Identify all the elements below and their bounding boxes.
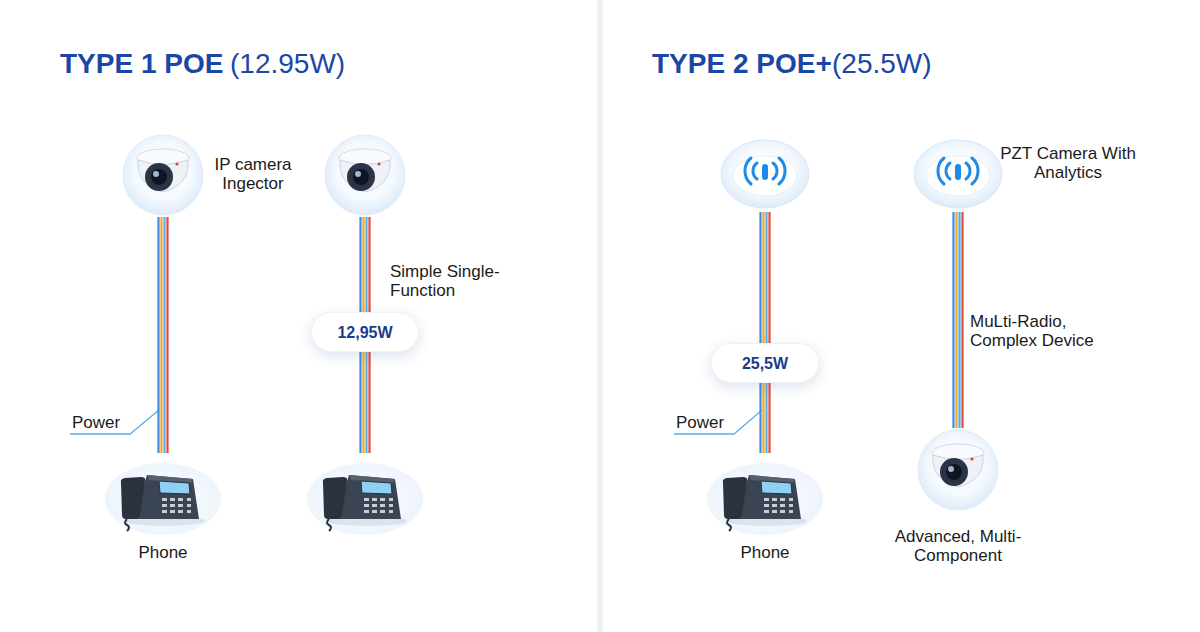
ap-icon — [715, 132, 815, 212]
poe-cable — [761, 212, 770, 343]
ap-icon — [908, 132, 1008, 212]
cable-strand — [365, 217, 367, 312]
device-label: Advanced, Multi-Component — [888, 527, 1028, 565]
phone-icon — [103, 453, 223, 537]
cam-icon — [315, 133, 415, 217]
cable-strand — [759, 383, 761, 453]
access-point-node — [715, 132, 815, 212]
ap-symbol — [914, 140, 1002, 208]
cable-strand — [368, 217, 370, 312]
panel-divider — [597, 0, 603, 632]
cam-symbol — [123, 135, 203, 215]
cam-icon — [908, 428, 1008, 512]
power-badge: 12,95W — [311, 312, 419, 352]
device-label: Phone — [113, 543, 213, 562]
device-label: 25,5W — [742, 354, 788, 373]
cam-symbol — [918, 430, 998, 510]
phone-icon — [305, 453, 425, 537]
leader-line — [674, 410, 762, 434]
cable-strand — [768, 212, 770, 343]
camera-node: IP camera Ingector — [113, 133, 213, 217]
cable-strand — [362, 352, 364, 453]
ap-symbol — [721, 140, 809, 208]
cable-strand — [768, 383, 770, 453]
device-label: PZT Camera With Analytics — [993, 144, 1143, 182]
cable-strand — [961, 212, 963, 428]
cable-strand — [362, 217, 364, 312]
poe-cable — [159, 217, 168, 453]
cam-symbol — [325, 135, 405, 215]
cable-strand — [359, 217, 361, 312]
poe-cable — [361, 217, 370, 312]
cable-strand — [952, 212, 954, 428]
cable-strand — [166, 217, 168, 453]
cable-strand — [958, 212, 960, 428]
cable-strand — [160, 217, 162, 453]
cable-strand — [762, 212, 764, 343]
poe-cable — [954, 212, 963, 428]
cable-strand — [368, 352, 370, 453]
section-heading: (25.5W) — [832, 48, 932, 80]
cam-icon — [113, 133, 213, 217]
camera-node: Advanced, Multi-Component — [908, 428, 1008, 512]
power-badge: 25,5W — [711, 343, 819, 383]
section-heading: TYPE 2 POE+ — [652, 48, 832, 80]
cable-strand — [765, 212, 767, 343]
cable-strand — [365, 352, 367, 453]
poe-cable — [361, 352, 370, 453]
phone-symbol — [105, 463, 221, 535]
leader-line — [70, 410, 159, 434]
phone-node: Phone — [103, 453, 223, 537]
cable-strand — [762, 383, 764, 453]
cable-strand — [955, 212, 957, 428]
poe-cable — [761, 383, 770, 453]
camera-node — [315, 133, 415, 217]
cable-label: MuLti-Radio, Complex Device — [970, 312, 1120, 350]
cable-strand — [759, 212, 761, 343]
cable-strand — [765, 383, 767, 453]
device-label: IP camera Ingector — [203, 155, 303, 193]
phone-node: Phone — [705, 453, 825, 537]
callout-label: Power — [72, 413, 120, 433]
phone-symbol — [707, 463, 823, 535]
access-point-node: PZT Camera With Analytics — [908, 132, 1008, 212]
cable-strand — [163, 217, 165, 453]
device-label: Phone — [715, 543, 815, 562]
device-label: 12,95W — [337, 323, 392, 342]
section-heading: TYPE 1 POE — [60, 48, 223, 80]
callout-label: Power — [676, 413, 724, 433]
cable-label: Simple Single-Function — [390, 262, 530, 300]
phone-symbol — [307, 463, 423, 535]
phone-icon — [705, 453, 825, 537]
phone-node — [305, 453, 425, 537]
cable-strand — [157, 217, 159, 453]
edge-layer — [159, 212, 963, 453]
cable-strand — [359, 352, 361, 453]
section-heading: (12.95W) — [230, 48, 345, 80]
